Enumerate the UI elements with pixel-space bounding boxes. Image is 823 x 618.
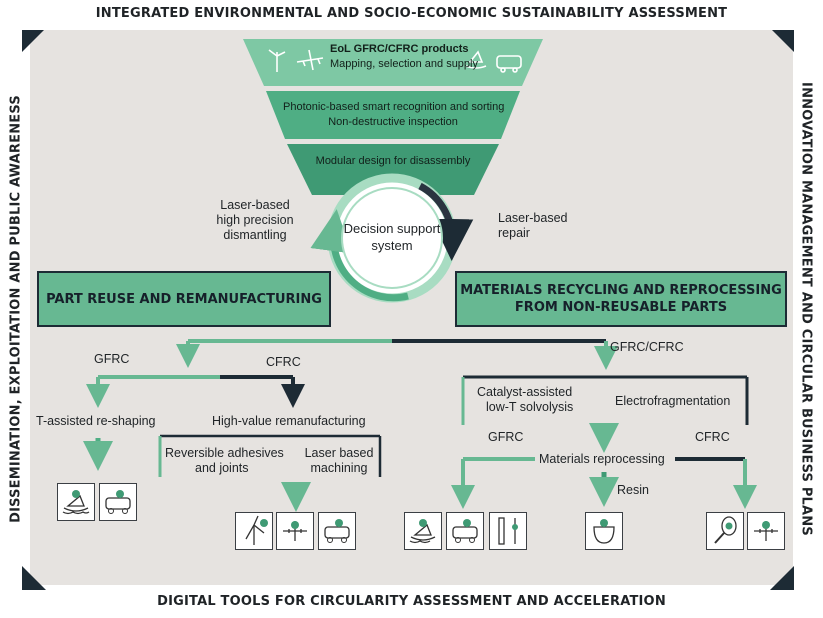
laser-dismantling-line2: high precision	[216, 213, 294, 227]
funnel-level-1-title: EoL GFRC/CFRC products	[330, 43, 469, 55]
laser-repair-line2: repair	[498, 226, 530, 240]
left-cfrc-label: CFRC	[266, 355, 301, 369]
reshaping-label: T-assisted re-shaping	[36, 414, 156, 428]
electrofragmentation-label: Electrofragmentation	[615, 394, 731, 408]
sports-equipment-icon	[489, 512, 527, 550]
machining-line2: machining	[310, 461, 368, 475]
corner-triangle-tl	[22, 30, 44, 52]
machining-line1: Laser based	[304, 446, 374, 460]
decision-support-line2: system	[371, 238, 413, 253]
materials-recycling-line2: FROM NON-REUSABLE PARTS	[514, 300, 728, 315]
bottom-frame-title: DIGITAL TOOLS FOR CIRCULARITY ASSESSMENT…	[157, 594, 666, 609]
corner-triangle-br	[770, 566, 794, 590]
right-gfrc-label: GFRC	[488, 430, 524, 444]
solvolysis-line2: low-T solvolysis	[486, 400, 574, 414]
top-frame-title: INTEGRATED ENVIRONMENTAL AND SOCIO-ECONO…	[95, 6, 728, 21]
left-gfrc-label: GFRC	[94, 352, 130, 366]
part-reuse-title: PART REUSE AND REMANUFACTURING	[46, 291, 322, 307]
funnel-icons-right	[465, 50, 522, 73]
funnel-icons-left	[268, 49, 324, 72]
funnel-level-2	[266, 91, 520, 139]
right-frame-title: INNOVATION MANAGEMENT AND CIRCULAR BUSIN…	[798, 82, 814, 536]
laser-dismantling-line3: dismantling	[223, 228, 287, 242]
cycle-arc-green	[310, 209, 409, 302]
boat-icon	[57, 483, 95, 521]
materials-recycling-box: MATERIALS RECYCLING AND REPROCESSING FRO…	[455, 271, 787, 327]
gfrc-cfrc-label: GFRC/CFRC	[610, 340, 684, 354]
funnel-level-1-subtitle: Mapping, selection and supply	[330, 58, 478, 70]
airplane-icon	[276, 512, 314, 550]
adhesives-line2: and joints	[195, 461, 249, 475]
right-cfrc-label: CFRC	[695, 430, 730, 444]
remanufacturing-label: High-value remanufacturing	[212, 414, 366, 428]
car-icon	[318, 512, 356, 550]
resin-label: Resin	[617, 483, 649, 497]
part-reuse-box: PART REUSE AND REMANUFACTURING	[37, 271, 331, 327]
racket-icon	[706, 512, 744, 550]
boat-icon	[404, 512, 442, 550]
left-frame-title: DISSEMINATION, EXPLOITATION AND PUBLIC A…	[8, 95, 24, 523]
airplane-icon	[747, 512, 785, 550]
car-icon	[99, 483, 137, 521]
resin-icon	[585, 512, 623, 550]
funnel-level-1	[243, 39, 543, 86]
funnel-level-3-label: Modular design for disassembly	[315, 155, 471, 167]
decision-support-line1: Decision support	[343, 221, 441, 236]
corner-triangle-bl	[22, 566, 46, 590]
laser-dismantling-line1: Laser-based	[220, 198, 290, 212]
funnel-level-2-line2: Non-destructive inspection	[328, 116, 458, 128]
car-icon	[446, 512, 484, 550]
adhesives-line1: Reversible adhesives	[165, 446, 284, 460]
corner-triangle-tr	[772, 30, 794, 52]
materials-reprocessing-label: Materials reprocessing	[539, 452, 665, 466]
decision-cycle-inner	[341, 187, 443, 289]
cycle-arc-dark	[418, 182, 474, 261]
solvolysis-line1: Catalyst-assisted	[477, 385, 573, 399]
funnel-level-2-line1: Photonic-based smart recognition and sor…	[283, 101, 505, 113]
laser-repair-line1: Laser-based	[498, 211, 568, 225]
funnel-level-3	[287, 144, 499, 195]
materials-recycling-line1: MATERIALS RECYCLING AND REPROCESSING	[460, 283, 782, 298]
wind-turbine-icon	[235, 512, 273, 550]
